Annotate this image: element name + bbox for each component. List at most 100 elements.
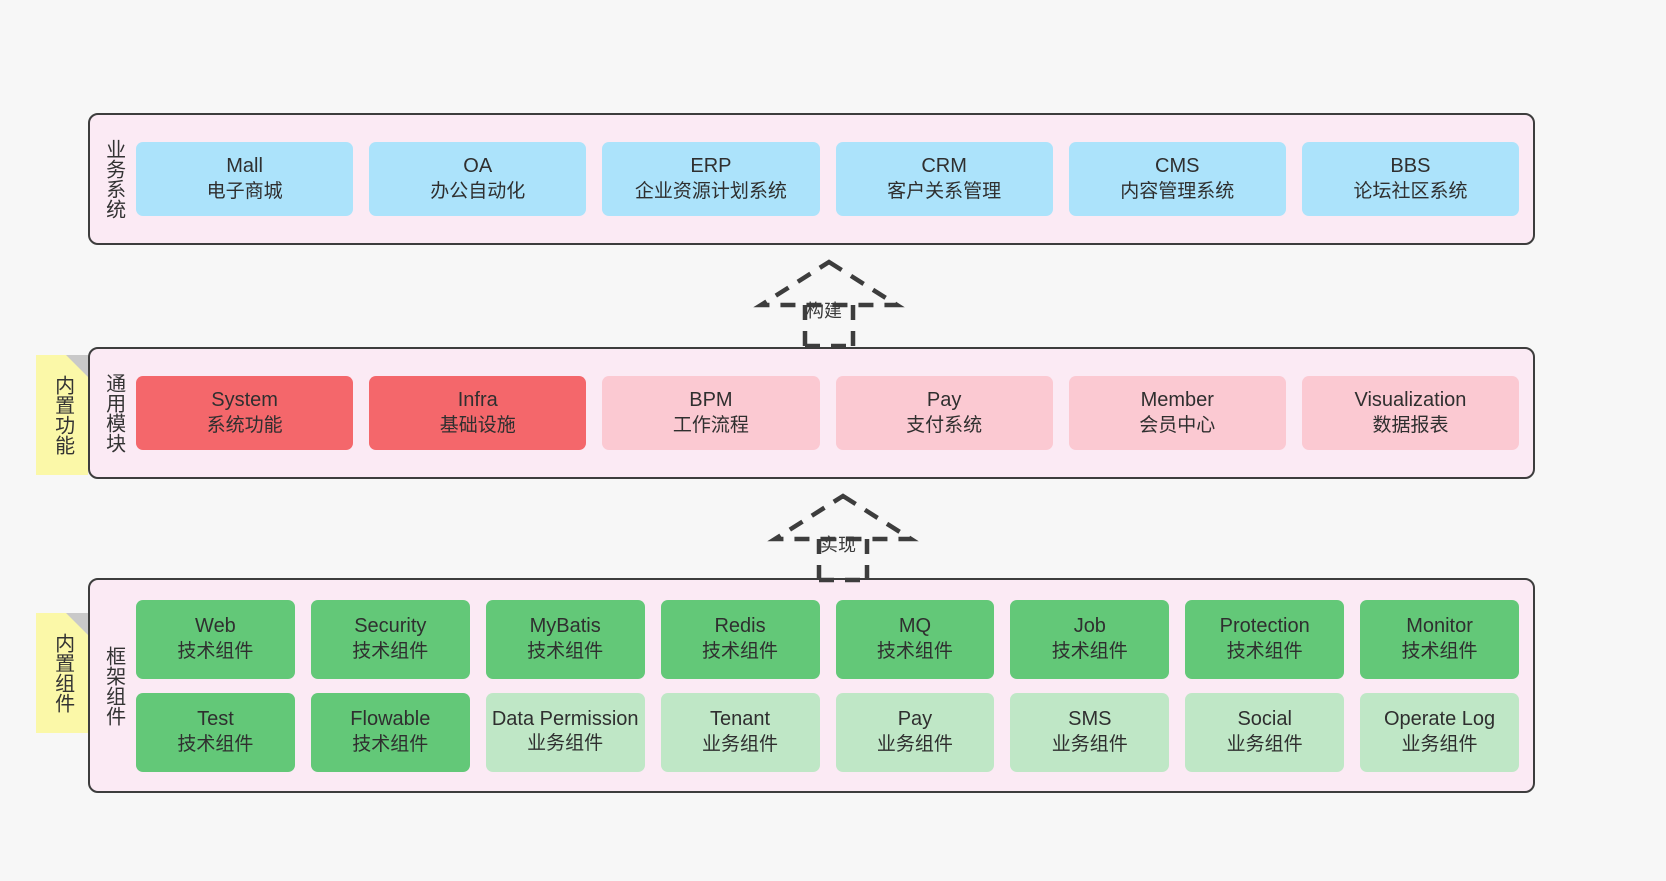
cell-subtitle: 技术组件 bbox=[352, 640, 429, 662]
layer-common-modules: 通用模块 System 系统功能 Infra 基础设施 BPM 工作流程 Pay… bbox=[88, 347, 1535, 479]
cell-cms[interactable]: CMS 内容管理系统 bbox=[1068, 142, 1286, 216]
cell-social[interactable]: Social 业务组件 bbox=[1185, 692, 1345, 772]
cell-subtitle: 企业资源计划系统 bbox=[634, 180, 787, 202]
cell-bbs[interactable]: BBS 论坛社区系统 bbox=[1301, 142, 1520, 216]
cell-crm[interactable]: CRM 客户关系管理 bbox=[835, 142, 1053, 216]
generalization-arrowhead bbox=[753, 259, 905, 308]
layer-title-common-modules: 通用模块 bbox=[102, 373, 125, 453]
cell-title: Monitor bbox=[1406, 615, 1473, 638]
cell-subtitle: 工作流程 bbox=[672, 414, 749, 436]
cell-operate-log[interactable]: Operate Log 业务组件 bbox=[1360, 692, 1519, 772]
row-business-components: Test 技术组件 Flowable 技术组件 Data Permission … bbox=[136, 692, 1519, 772]
cell-title: Security bbox=[354, 615, 427, 638]
cell-subtitle: 系统功能 bbox=[206, 414, 283, 436]
cell-subtitle: 业务组件 bbox=[1401, 733, 1478, 755]
note-fold-corner-icon bbox=[66, 355, 88, 377]
cell-test[interactable]: Test 技术组件 bbox=[136, 692, 295, 772]
cell-title: Social bbox=[1237, 708, 1292, 731]
cell-title: CRM bbox=[921, 155, 967, 178]
cell-title: MQ bbox=[898, 615, 932, 638]
cell-subtitle: 技术组件 bbox=[702, 640, 779, 662]
row-common-modules: System 系统功能 Infra 基础设施 BPM 工作流程 Pay 支付系统… bbox=[136, 376, 1520, 450]
cell-tenant[interactable]: Tenant 业务组件 bbox=[660, 692, 820, 772]
cell-infra[interactable]: Infra 基础设施 bbox=[369, 376, 587, 450]
connector-build-label: 构建 bbox=[806, 301, 842, 321]
layer-body-framework-components: Web 技术组件 Security 技术组件 MyBatis 技术组件 Redi… bbox=[136, 580, 1533, 791]
cell-oa[interactable]: OA 办公自动化 bbox=[369, 142, 587, 216]
cell-erp[interactable]: ERP 企业资源计划系统 bbox=[602, 142, 820, 216]
cell-title: ERP bbox=[690, 155, 732, 178]
cell-title: Flowable bbox=[350, 708, 431, 731]
note-fold-corner-icon bbox=[66, 613, 88, 635]
cell-bpm[interactable]: BPM 工作流程 bbox=[602, 376, 820, 450]
cell-subtitle: 技术组件 bbox=[352, 733, 429, 755]
cell-member[interactable]: Member 会员中心 bbox=[1068, 376, 1286, 450]
cell-title: Data Permission bbox=[491, 708, 639, 731]
cell-security[interactable]: Security 技术组件 bbox=[310, 599, 470, 679]
row-business-systems: Mall 电子商城 OA 办公自动化 ERP 企业资源计划系统 CRM 客户关系… bbox=[136, 142, 1520, 216]
cell-title: Visualization bbox=[1354, 389, 1467, 412]
cell-subtitle: 电子商城 bbox=[206, 180, 283, 202]
cell-pay-component[interactable]: Pay 业务组件 bbox=[835, 692, 995, 772]
connector-build: 构建 bbox=[753, 258, 905, 349]
layer-body-common-modules: System 系统功能 Infra 基础设施 BPM 工作流程 Pay 支付系统… bbox=[136, 349, 1533, 477]
cell-protection[interactable]: Protection 技术组件 bbox=[1185, 599, 1345, 679]
cell-subtitle: 业务组件 bbox=[1226, 733, 1303, 755]
cell-title: Protection bbox=[1219, 615, 1310, 638]
cell-subtitle: 数据报表 bbox=[1372, 414, 1449, 436]
layer-business-systems: 业务系统 Mall 电子商城 OA 办公自动化 ERP 企业资源计划系统 CRM… bbox=[88, 113, 1535, 245]
cell-title: OA bbox=[463, 155, 493, 178]
cell-title: Redis bbox=[714, 615, 766, 638]
cell-title: Pay bbox=[897, 708, 933, 731]
cell-mybatis[interactable]: MyBatis 技术组件 bbox=[485, 599, 645, 679]
cell-subtitle: 会员中心 bbox=[1139, 414, 1216, 436]
connector-implement: 实现 bbox=[767, 492, 919, 583]
cell-pay-module[interactable]: Pay 支付系统 bbox=[835, 376, 1053, 450]
cell-title: Web bbox=[195, 615, 236, 638]
cell-subtitle: 客户关系管理 bbox=[887, 180, 1002, 202]
cell-title: Test bbox=[197, 708, 234, 731]
cell-subtitle: 办公自动化 bbox=[430, 180, 526, 202]
cell-visualization[interactable]: Visualization 数据报表 bbox=[1301, 376, 1520, 450]
cell-flowable[interactable]: Flowable 技术组件 bbox=[310, 692, 470, 772]
cell-sms[interactable]: SMS 业务组件 bbox=[1010, 692, 1170, 772]
generalization-arrowhead bbox=[767, 493, 919, 542]
cell-subtitle: 论坛社区系统 bbox=[1353, 180, 1468, 202]
cell-title: CMS bbox=[1155, 155, 1200, 178]
layer-body-business-systems: Mall 电子商城 OA 办公自动化 ERP 企业资源计划系统 CRM 客户关系… bbox=[136, 115, 1533, 243]
cell-title: SMS bbox=[1068, 708, 1112, 731]
cell-monitor[interactable]: Monitor 技术组件 bbox=[1360, 599, 1519, 679]
cell-subtitle: 业务组件 bbox=[1051, 733, 1128, 755]
cell-subtitle: 业务组件 bbox=[876, 733, 953, 755]
note-label: 内置组件 bbox=[51, 633, 74, 713]
cell-subtitle: 技术组件 bbox=[177, 640, 254, 662]
note-builtin-components: 内置组件 bbox=[36, 613, 88, 733]
cell-title: Job bbox=[1073, 615, 1106, 638]
cell-subtitle: 业务组件 bbox=[527, 732, 604, 754]
cell-system[interactable]: System 系统功能 bbox=[136, 376, 354, 450]
cell-data-permission[interactable]: Data Permission 业务组件 bbox=[485, 692, 645, 772]
cell-title: System bbox=[211, 389, 278, 412]
cell-subtitle: 基础设施 bbox=[439, 414, 516, 436]
cell-subtitle: 业务组件 bbox=[702, 733, 779, 755]
layer-framework-components: 框架组件 Web 技术组件 Security 技术组件 MyBatis 技术组件… bbox=[88, 578, 1535, 793]
cell-subtitle: 技术组件 bbox=[1226, 640, 1303, 662]
cell-mall[interactable]: Mall 电子商城 bbox=[136, 142, 354, 216]
cell-title: BBS bbox=[1390, 155, 1431, 178]
cell-title: Infra bbox=[457, 389, 498, 412]
cell-web[interactable]: Web 技术组件 bbox=[136, 599, 295, 679]
note-builtin-features: 内置功能 bbox=[36, 355, 88, 475]
cell-redis[interactable]: Redis 技术组件 bbox=[660, 599, 820, 679]
cell-title: BPM bbox=[689, 389, 733, 412]
cell-subtitle: 技术组件 bbox=[177, 733, 254, 755]
cell-title: Pay bbox=[926, 389, 962, 412]
cell-title: Operate Log bbox=[1383, 708, 1496, 731]
cell-mq[interactable]: MQ 技术组件 bbox=[835, 599, 995, 679]
row-technical-components: Web 技术组件 Security 技术组件 MyBatis 技术组件 Redi… bbox=[136, 599, 1519, 679]
cell-title: MyBatis bbox=[529, 615, 601, 638]
cell-subtitle: 技术组件 bbox=[1401, 640, 1478, 662]
cell-job[interactable]: Job 技术组件 bbox=[1010, 599, 1170, 679]
cell-title: Member bbox=[1140, 389, 1214, 412]
cell-subtitle: 技术组件 bbox=[527, 640, 604, 662]
